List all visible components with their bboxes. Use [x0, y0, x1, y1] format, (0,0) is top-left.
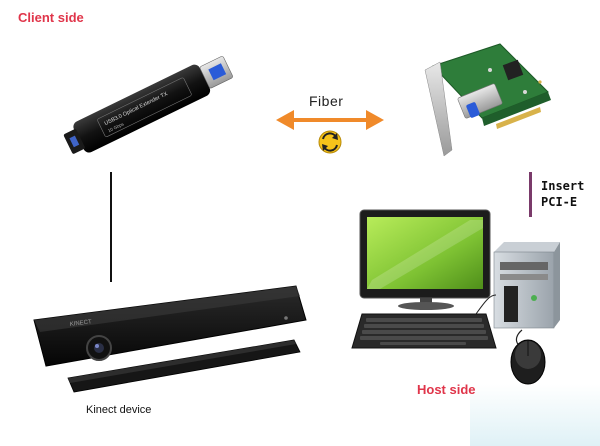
monitor-base	[398, 302, 454, 310]
kinect-device-label: Kinect device	[86, 404, 152, 416]
fiber-label: Fiber	[309, 93, 344, 109]
insert-pcie-label: Insert PCI-E	[541, 178, 584, 210]
host-side-label: Host side	[417, 382, 476, 397]
kinect-led	[284, 316, 288, 320]
host-pc-tower	[493, 242, 560, 349]
kinect-brand-text: KINECT	[70, 319, 93, 328]
kinect-top-face	[34, 286, 300, 332]
tower-drive-bay-2	[500, 274, 548, 280]
insert-label-line2: PCI-E	[541, 195, 578, 209]
host-mouse	[510, 339, 546, 385]
extender-fiber-jack	[69, 135, 80, 148]
extender-label-frame	[97, 77, 192, 137]
kinect-device: KINECT	[33, 285, 307, 393]
host-keyboard	[351, 294, 497, 349]
tower-drive-bay	[500, 262, 548, 270]
client-side-label: Client side	[18, 10, 84, 25]
bottom-corner-fade	[470, 384, 600, 446]
sync-icon	[318, 130, 342, 154]
usb-fiber-extender: USB3.0 Optical Extender TX 10 Gbps	[63, 56, 233, 154]
keyboard-keys	[360, 318, 488, 345]
pcb-edge	[482, 92, 551, 126]
card-chip	[502, 59, 524, 81]
insert-label-line1: Insert	[541, 179, 585, 193]
host-monitor	[359, 209, 491, 310]
insert-divider	[529, 172, 532, 217]
pcie-fiber-card	[424, 43, 551, 157]
tower-top	[494, 242, 560, 252]
double-arrow-icon	[276, 110, 384, 130]
monitor-screen	[367, 217, 483, 289]
tower-side	[554, 242, 560, 328]
card-bracket	[424, 61, 453, 157]
sfp-fiber-port	[466, 102, 480, 118]
tower-panel	[504, 286, 518, 322]
pcie-gold-fingers	[496, 107, 541, 129]
extender-body	[73, 64, 211, 153]
extender-usb-tongue	[208, 63, 227, 81]
keyboard-cable	[475, 294, 497, 315]
tower-power-led	[531, 295, 537, 301]
